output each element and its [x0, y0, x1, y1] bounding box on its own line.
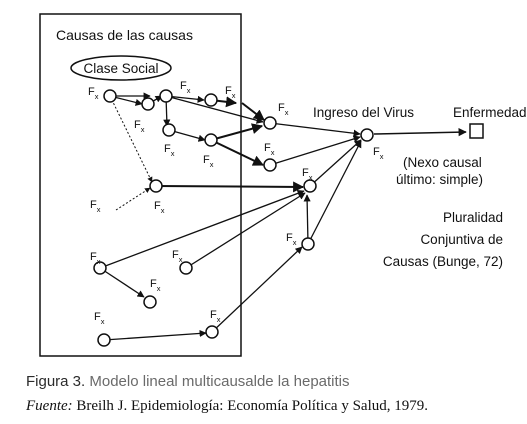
nexus-label-line1: (Nexo causal: [403, 155, 482, 170]
edge: [99, 189, 305, 269]
figure-caption: Figura 3. Modelo lineal multicausalde la…: [26, 373, 526, 390]
factor-label: Fx: [264, 142, 275, 157]
factor-label: Fx: [278, 102, 289, 117]
factor-label: Fx: [286, 232, 297, 247]
factor-node: [162, 123, 176, 137]
figure-source: Fuente: Breilh J. Epidemiología: Economí…: [26, 398, 526, 415]
factor-label: Fx: [90, 199, 101, 214]
factor-node: [141, 97, 155, 111]
factor-label: Fx: [164, 143, 175, 158]
factor-node: [149, 179, 163, 193]
edge: [103, 329, 207, 341]
factor-node: [143, 295, 157, 309]
edge: [210, 123, 264, 141]
disease-node: [469, 123, 484, 139]
factor-node: [93, 261, 107, 275]
factor-label: Fx: [180, 80, 191, 95]
factor-label: Fx: [134, 119, 145, 134]
factor-node: [263, 116, 277, 130]
plurality-line3: Causas (Bunge, 72): [383, 254, 503, 269]
figure-text: Modelo lineal multicausalde la hepatitis: [85, 373, 350, 390]
factor-label: Fx: [210, 309, 221, 324]
virus-entry-label: Ingreso del Virus: [313, 105, 414, 120]
factor-labels: Fx Fx Fx Fx Fx Fx Fx Fx Fx Fx Fx Fx Fx F…: [88, 80, 384, 326]
factor-label: Fx: [154, 200, 165, 215]
edge: [211, 246, 303, 333]
nexus-label-line2: último: simple): [396, 172, 483, 187]
causes-of-causes-box: [39, 13, 242, 357]
source-text: Breilh J. Epidemiología: Economía Políti…: [72, 398, 429, 414]
box-title: Causas de las causas: [56, 27, 193, 43]
edge: [307, 140, 362, 245]
plurality-line2: Conjuntiva de: [420, 232, 503, 247]
edge: [269, 135, 361, 166]
factor-node: [303, 179, 317, 193]
edge: [99, 267, 145, 298]
factor-label: Fx: [203, 154, 214, 169]
edge: [210, 139, 264, 166]
factor-node: [159, 89, 173, 103]
factor-nodes: [93, 89, 374, 347]
source-label: Fuente:: [26, 398, 73, 414]
plurality-line1: Pluralidad: [443, 210, 503, 225]
edge: [155, 181, 305, 193]
factor-node: [301, 237, 315, 251]
factor-label: Fx: [172, 249, 183, 264]
edge: [165, 95, 264, 124]
factor-label: Fx: [88, 86, 99, 101]
factor-label: Fx: [150, 278, 161, 293]
factor-node: [204, 93, 218, 107]
figure-label: Figura 3.: [26, 373, 86, 390]
factor-node: [103, 89, 117, 103]
social-class-label: Clase Social: [83, 61, 158, 76]
factor-node: [263, 158, 277, 172]
edge: [185, 192, 306, 269]
edge: [115, 187, 151, 211]
social-class-ellipse: [70, 55, 172, 81]
factor-node: [179, 261, 193, 275]
disease-label: Enfermedad: [453, 105, 527, 120]
edge: [309, 139, 362, 187]
edge: [269, 122, 361, 137]
factor-node: [204, 133, 218, 147]
factor-node: [205, 325, 219, 339]
virus-node: [360, 128, 374, 142]
factor-label: Fx: [94, 311, 105, 326]
causal-edges: [99, 92, 467, 341]
factor-label: Fx: [90, 251, 101, 266]
edge: [373, 128, 467, 137]
factor-node: [97, 333, 111, 347]
edge: [241, 102, 265, 121]
edge: [303, 194, 311, 245]
factor-label: Fx: [225, 85, 236, 100]
factor-label: Fx: [373, 146, 384, 161]
factor-label: Fx: [302, 167, 313, 182]
